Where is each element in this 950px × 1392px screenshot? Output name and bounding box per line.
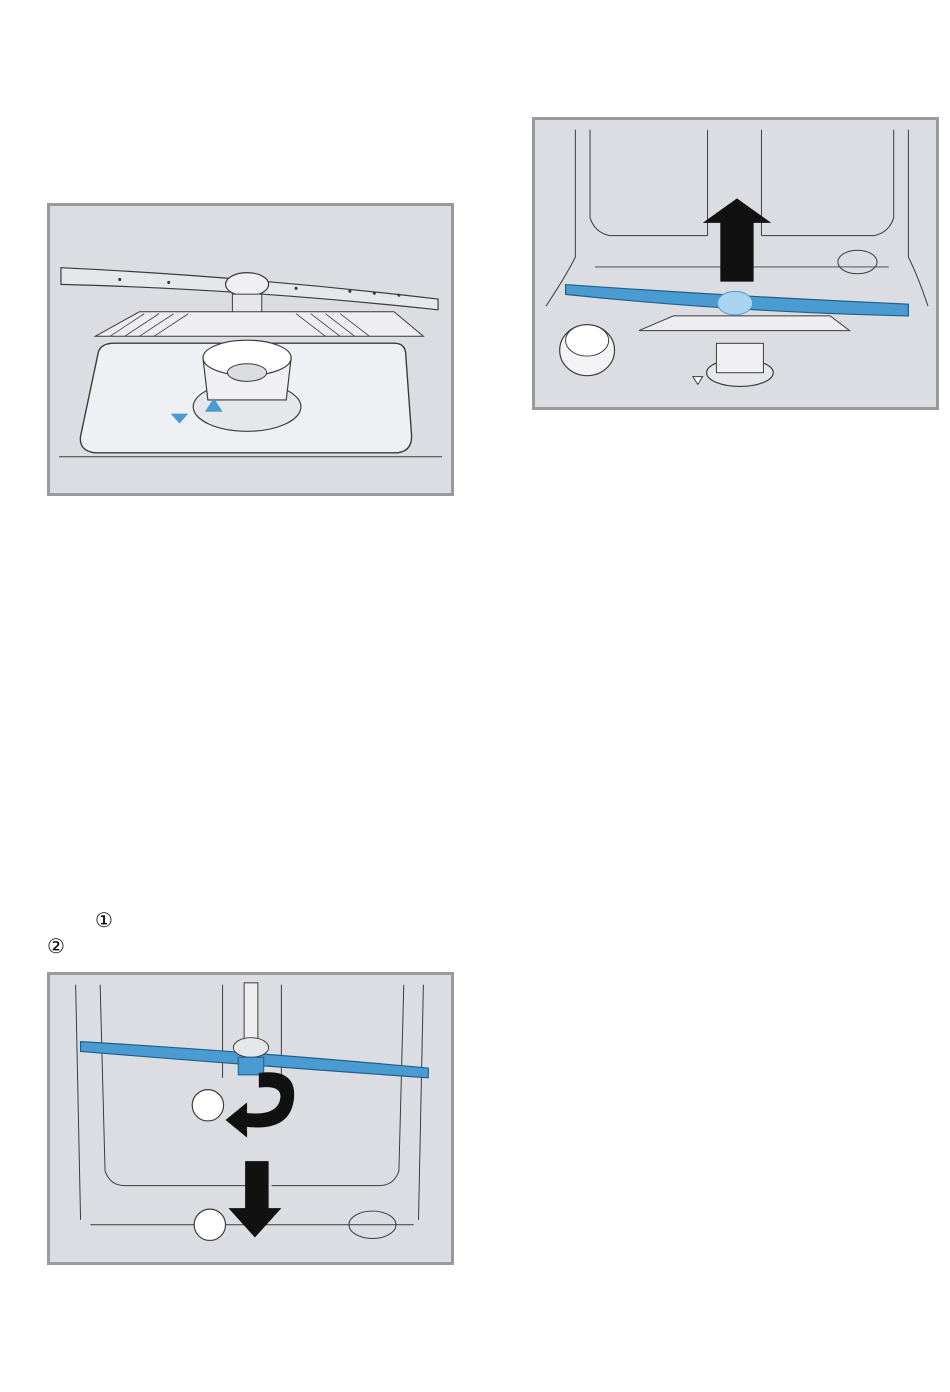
lower-spray-arm-illustration — [535, 120, 936, 407]
upper-spray-arm-illustration — [50, 975, 451, 1262]
step-marker-1: ① — [95, 911, 113, 931]
filter-tray-illustration — [50, 206, 451, 493]
step-marker-2: ② — [47, 937, 65, 957]
figure-upper-spray-arm — [47, 972, 454, 1265]
figure-lower-spray-arm — [532, 117, 939, 410]
figure-filter-tray — [47, 203, 454, 496]
